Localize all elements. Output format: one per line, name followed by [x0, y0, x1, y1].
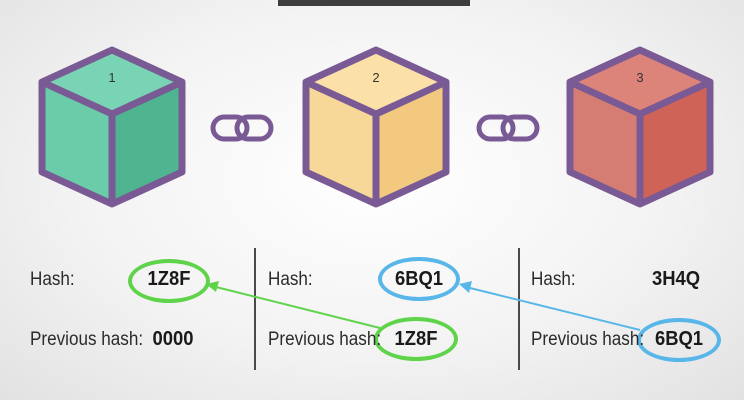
- hash-label: Hash:: [531, 269, 576, 290]
- previous-hash-highlight-ring: [637, 318, 721, 362]
- previous-hash-highlight-ring: [374, 317, 458, 361]
- block-1-cube: 1: [38, 46, 186, 208]
- chain-link-icon: [210, 114, 274, 142]
- block-3-cube: 3: [566, 46, 714, 208]
- block-2-number: 2: [372, 70, 379, 85]
- block-1-hash-value: 1Z8F: [147, 268, 191, 290]
- block-2-right-face: [376, 82, 446, 204]
- previous-hash-label: Previous hash:: [268, 329, 382, 350]
- block-1-previous-hash-value: 0000: [152, 328, 194, 350]
- column-divider: [518, 248, 520, 370]
- previous-hash-label: Previous hash:: [531, 329, 645, 350]
- hash-highlight-ring: [378, 257, 460, 301]
- block-2-hash-value: 6BQ1: [394, 268, 444, 290]
- previous-hash-label: Previous hash:: [30, 329, 144, 350]
- block-1-right-face: [112, 82, 182, 204]
- block-1-left-face: [42, 82, 112, 204]
- green-link-arrow: [215, 286, 381, 329]
- hash-highlight-ring: [128, 259, 210, 303]
- block-2-left-face: [306, 82, 376, 204]
- block-3-left-face: [570, 82, 640, 204]
- block-1-number: 1: [108, 70, 115, 85]
- top-bar: [278, 0, 470, 6]
- block-3-right-face: [640, 82, 710, 204]
- hash-label: Hash:: [268, 269, 313, 290]
- blue-link-arrow: [469, 287, 641, 331]
- column-divider: [254, 248, 256, 370]
- block-2-cube: 2: [302, 46, 450, 208]
- block-3-hash-value: 3H4Q: [651, 268, 701, 290]
- chain-link-icon: [476, 114, 540, 142]
- hash-label: Hash:: [30, 269, 75, 290]
- block-2-previous-hash-value: 1Z8F: [394, 328, 438, 350]
- block-3-previous-hash-value: 6BQ1: [654, 328, 704, 350]
- block-3-number: 3: [636, 70, 643, 85]
